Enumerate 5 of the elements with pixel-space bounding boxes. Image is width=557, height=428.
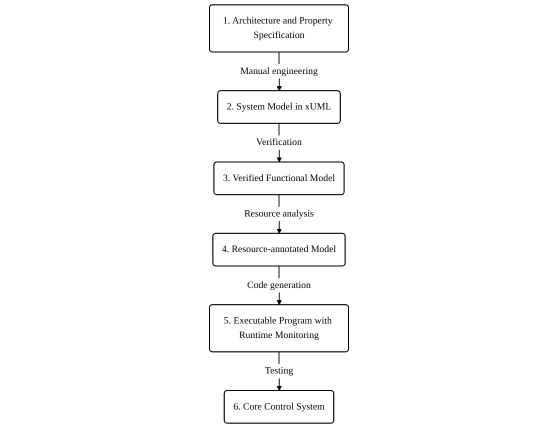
- edge-label: Testing: [264, 366, 293, 376]
- edge-label: Manual engineering: [240, 66, 318, 76]
- edge-label: Code generation: [246, 280, 310, 290]
- edge-label: Resource analysis: [244, 208, 314, 219]
- edge-label: Verification: [256, 137, 302, 148]
